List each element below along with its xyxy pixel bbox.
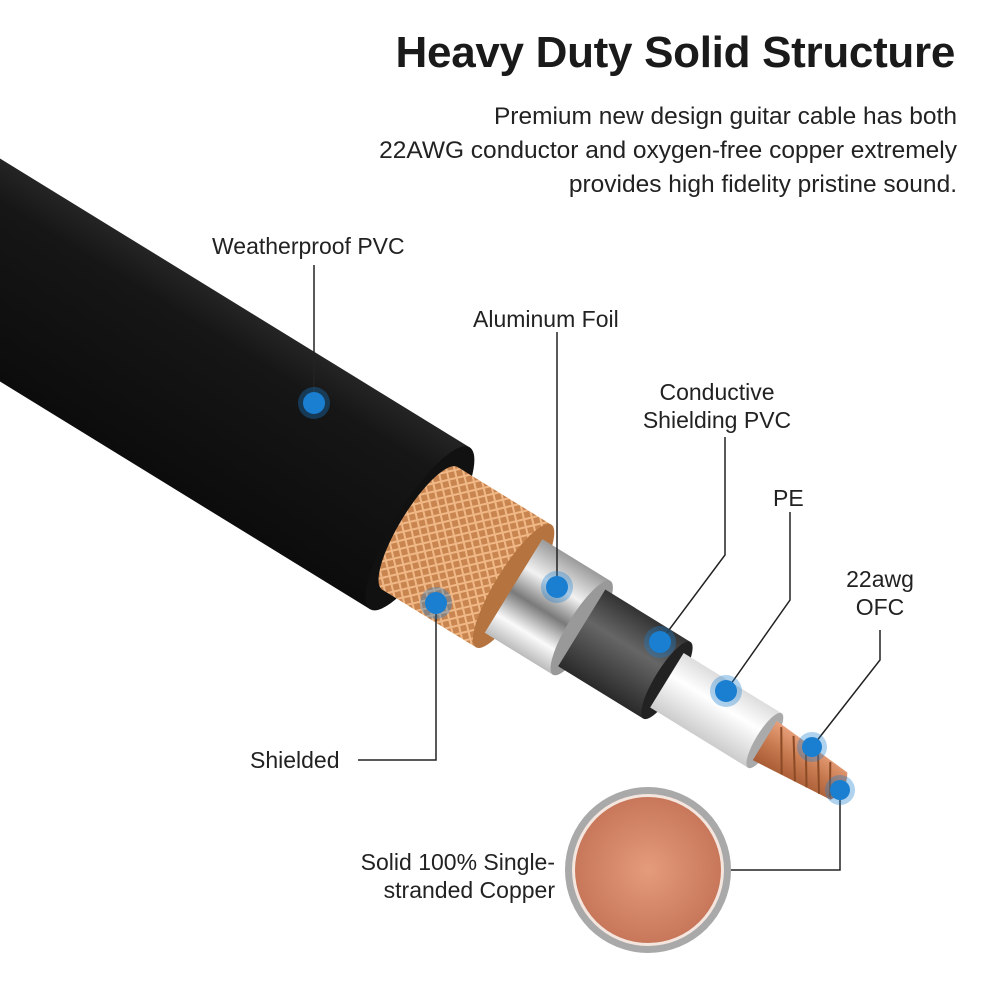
pe-layer bbox=[650, 653, 782, 768]
copper-core bbox=[752, 720, 848, 800]
subtitle-line: 22AWG conductor and oxygen-free copper e… bbox=[379, 137, 957, 164]
label-line: Solid 100% Single- bbox=[360, 849, 555, 875]
label-22awg-ofc: 22awg OFC bbox=[830, 565, 930, 621]
label-conductive-pvc: Conductive Shielding PVC bbox=[632, 378, 802, 434]
jacket-layer bbox=[0, 110, 470, 610]
label-aluminum-foil: Aluminum Foil bbox=[473, 306, 619, 332]
label-solid-copper: Solid 100% Single- stranded Copper bbox=[330, 848, 555, 904]
label-line: OFC bbox=[855, 594, 905, 620]
label-weatherproof-pvc: Weatherproof PVC bbox=[212, 233, 405, 259]
page-title: Heavy Duty Solid Structure bbox=[395, 28, 956, 77]
subtitle: Premium new design guitar cable has both… bbox=[379, 100, 957, 202]
label-pe: PE bbox=[773, 485, 804, 511]
braid-layer bbox=[382, 467, 552, 648]
callout-dots bbox=[298, 387, 855, 805]
foil-layer bbox=[484, 539, 611, 675]
label-line: 22awg bbox=[846, 566, 914, 592]
subtitle-line: provides high fidelity pristine sound. bbox=[568, 171, 957, 198]
label-line: Conductive bbox=[659, 379, 775, 405]
label-line: stranded Copper bbox=[383, 877, 555, 903]
label-line: Shielding PVC bbox=[642, 407, 792, 433]
subtitle-line: Premium new design guitar cable has both bbox=[493, 103, 957, 130]
copper-cross-section bbox=[565, 787, 731, 953]
label-shielded: Shielded bbox=[250, 747, 340, 773]
